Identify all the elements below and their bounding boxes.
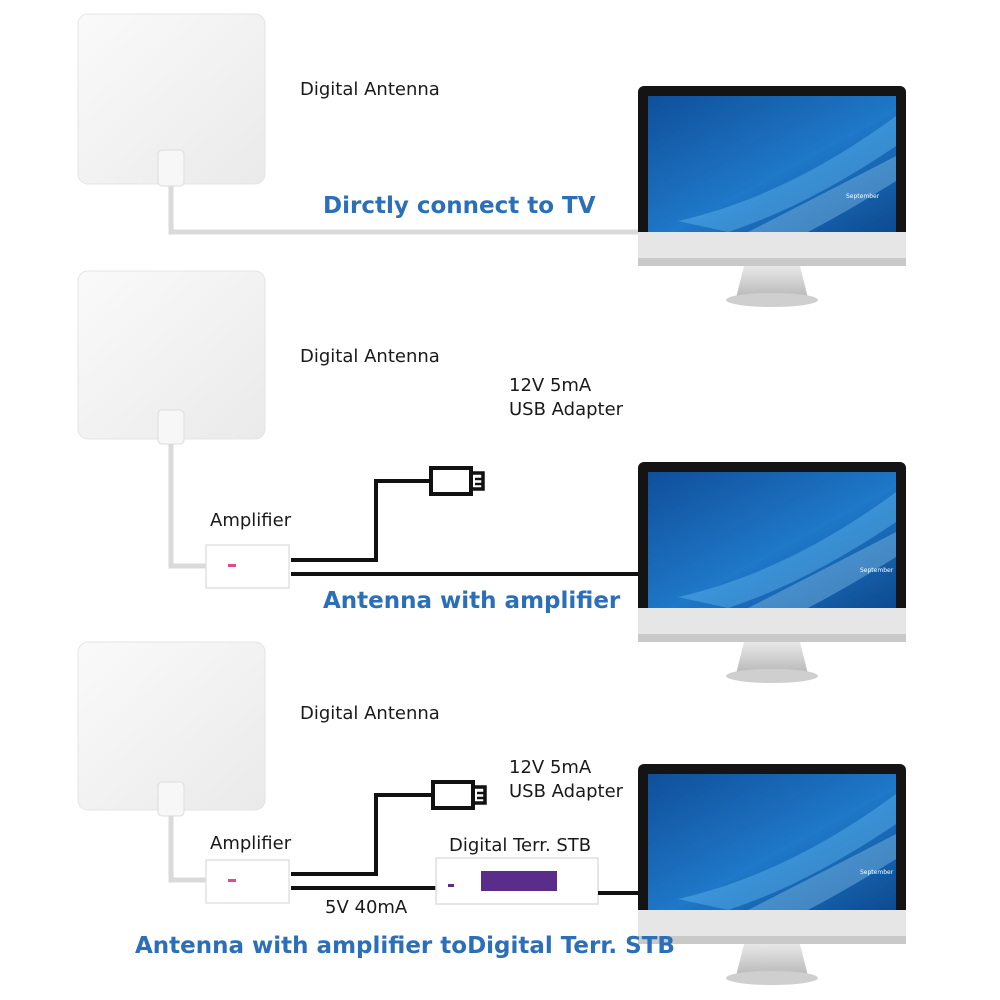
antenna-panel bbox=[77, 641, 266, 817]
tv-monitor: September bbox=[638, 462, 906, 683]
section-amplifier: September bbox=[77, 270, 906, 683]
calendar-widget-text: September bbox=[860, 567, 894, 574]
section-stb: September bbox=[77, 641, 906, 985]
amplifier-label: Amplifier bbox=[210, 510, 292, 531]
caption-stb: Antenna with amplifier toDigital Terr. S… bbox=[135, 933, 675, 959]
usb-plug-icon bbox=[431, 780, 487, 810]
calendar-widget-text: September bbox=[846, 193, 880, 200]
antenna-panel bbox=[77, 13, 266, 187]
power-spec-label: 5V 40mA bbox=[325, 897, 408, 918]
usb-cable bbox=[291, 793, 434, 876]
antenna-cable bbox=[168, 444, 208, 569]
amplifier-box bbox=[205, 544, 290, 589]
antenna-panel bbox=[77, 270, 266, 445]
adapter-spec-label: 12V 5mA bbox=[509, 375, 592, 396]
tv-monitor: September bbox=[638, 764, 906, 985]
amplifier-label: Amplifier bbox=[210, 833, 292, 854]
adapter-spec-label: 12V 5mA bbox=[509, 757, 592, 778]
calendar-widget-text: September bbox=[860, 869, 894, 876]
section-direct: September bbox=[77, 13, 906, 307]
antenna-label: Digital Antenna bbox=[300, 79, 440, 100]
caption-amplifier: Antenna with amplifier bbox=[323, 588, 621, 614]
caption-direct: Dirctly connect to TV bbox=[323, 193, 596, 219]
adapter-name-label: USB Adapter bbox=[509, 399, 624, 420]
amplifier-box bbox=[205, 859, 290, 904]
usb-plug-icon bbox=[429, 466, 485, 496]
antenna-label: Digital Antenna bbox=[300, 346, 440, 367]
set-top-box bbox=[435, 857, 599, 905]
antenna-label: Digital Antenna bbox=[300, 703, 440, 724]
tv-monitor: September bbox=[638, 86, 906, 307]
usb-cable bbox=[291, 479, 432, 562]
stb-label: Digital Terr. STB bbox=[449, 835, 592, 856]
antenna-cable bbox=[168, 186, 640, 235]
adapter-name-label: USB Adapter bbox=[509, 781, 624, 802]
antenna-cable bbox=[168, 816, 208, 883]
